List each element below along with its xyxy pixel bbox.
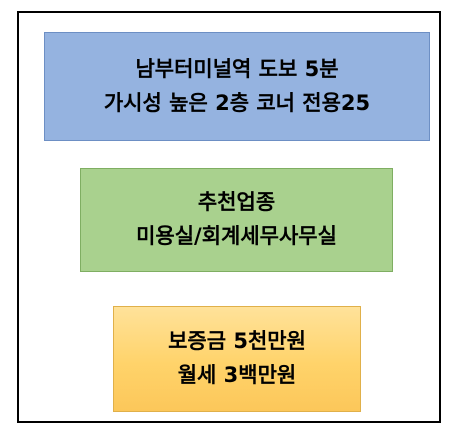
location-box: 남부터미널역 도보 5분 가시성 높은 2층 코너 전용25 [44,32,430,141]
recommended-title: 추천업종 [197,190,276,215]
recommended-types: 미용실/회계세무사무실 [136,224,337,248]
recommended-business-box: 추천업종 미용실/회계세무사무실 [80,168,393,272]
deposit-text: 보증금 5천만원 [168,329,306,354]
location-line-1: 남부터미널역 도보 5분 [135,56,339,81]
price-box: 보증금 5천만원 월세 3백만원 [113,306,361,412]
location-line-2: 가시성 높은 2층 코너 전용25 [103,90,371,115]
monthly-rent-text: 월세 3백만원 [177,363,297,387]
